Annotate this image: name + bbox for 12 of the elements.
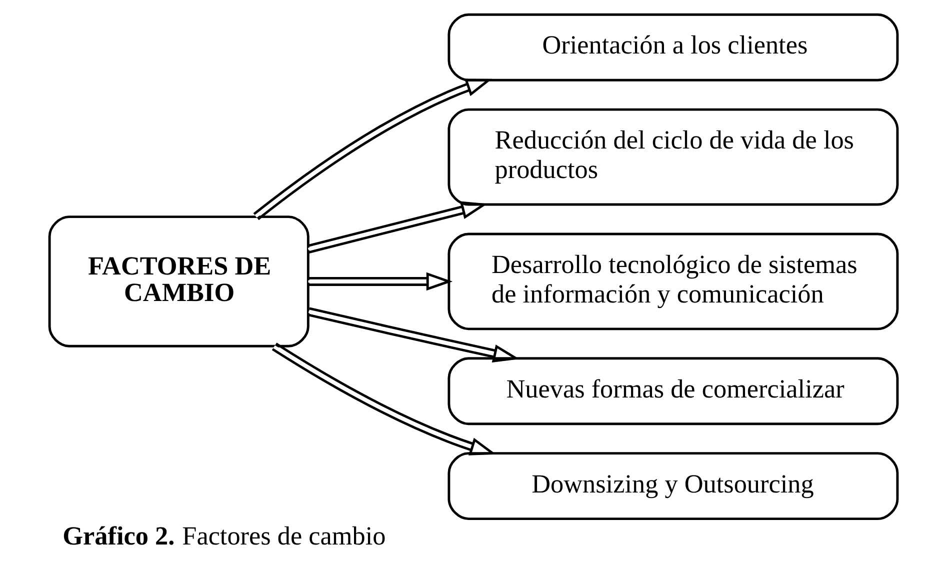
arrow xyxy=(253,78,492,220)
arrow xyxy=(308,272,453,291)
node-box: Reducción del ciclo de vida de los productos xyxy=(448,108,899,206)
node-box: Nuevas formas de comercializar xyxy=(448,357,899,426)
arrow xyxy=(308,307,520,362)
node-box: Downsizing y Outsourcing xyxy=(448,452,899,520)
arrow xyxy=(272,342,496,456)
caption: Gráfico 2. Factores de cambio xyxy=(62,522,386,551)
node-box: Desarrollo tecnológico de sistemas de información y comunicación xyxy=(448,232,899,330)
node-box: FACTORES DE CAMBIO xyxy=(48,216,310,348)
arrow xyxy=(307,201,488,254)
node-box: Orientación a los clientes xyxy=(448,13,899,82)
